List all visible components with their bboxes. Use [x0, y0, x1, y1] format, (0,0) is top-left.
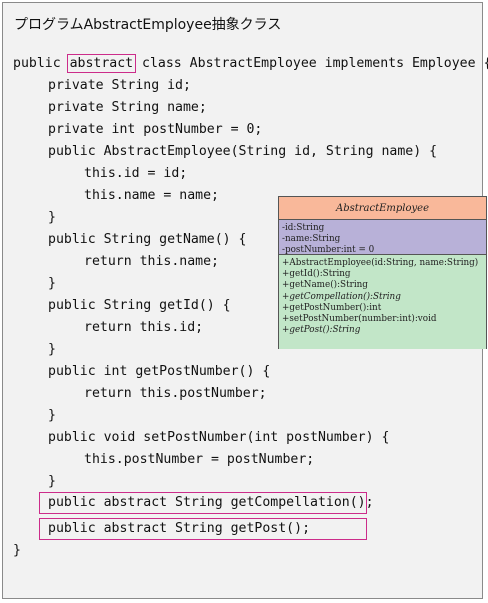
code-line: public int getPostNumber() { [48, 364, 271, 379]
abstract-method-highlight-box [39, 518, 367, 540]
code-line: } [48, 342, 56, 357]
uml-class-name: AbstractEmployee [279, 197, 486, 220]
code-line: } [48, 276, 56, 291]
uml-attributes: -id:String -name:String -postNumber:int … [279, 220, 486, 255]
code-line: this.postNumber = postNumber; [84, 452, 315, 467]
code-line: public String getName() { [48, 232, 247, 247]
abstract-method-highlight-box [39, 492, 367, 514]
code-line: this.id = id; [84, 166, 188, 181]
code-line: private int postNumber = 0; [48, 122, 263, 137]
uml-abstract-operation: +getPost():String [282, 325, 361, 336]
code-line-abstract-method: public abstract String getPost(); [48, 521, 311, 536]
code-line: private String name; [48, 100, 207, 115]
uml-operation: +AbstractEmployee(id:String, name:String… [282, 258, 479, 268]
code-line: public String getId() { [48, 298, 231, 313]
uml-attribute: -name:String [282, 234, 341, 245]
code-text: public [13, 56, 69, 71]
code-text: class AbstractEmployee implements Employ… [134, 56, 488, 71]
code-line: public AbstractEmployee(String id, Strin… [48, 144, 438, 159]
figure-title: プログラムAbstractEmployee抽象クラス [14, 17, 282, 33]
code-line: } [13, 543, 21, 558]
code-line-class-declaration: public abstract class AbstractEmployee i… [13, 53, 488, 75]
code-line: } [48, 474, 56, 489]
uml-operation: +getPostNumber():int [282, 302, 382, 313]
code-line: } [48, 408, 56, 423]
uml-operation: +setPostNumber(number:int):void [282, 313, 437, 324]
uml-operation: +getId():String [282, 269, 351, 280]
uml-abstract-operation: +getCompellation():String [282, 291, 401, 302]
code-line: return this.name; [84, 254, 219, 269]
uml-class-box: AbstractEmployee -id:String -name:String… [278, 196, 487, 349]
code-line: this.name = name; [84, 188, 219, 203]
uml-attribute: -postNumber:int = 0 [282, 245, 375, 256]
abstract-keyword-highlight: abstract [66, 54, 137, 73]
code-line: return this.id; [84, 320, 204, 335]
code-line-abstract-method: public abstract String getCompellation()… [48, 495, 374, 510]
code-line: } [48, 210, 56, 225]
code-line: return this.postNumber; [84, 386, 267, 401]
code-line: private String id; [48, 78, 191, 93]
uml-attribute: -id:String [282, 223, 325, 233]
uml-operation: +getName():String [282, 280, 368, 291]
code-line: public void setPostNumber(int postNumber… [48, 430, 390, 445]
uml-operations: +AbstractEmployee(id:String, name:String… [279, 255, 486, 349]
